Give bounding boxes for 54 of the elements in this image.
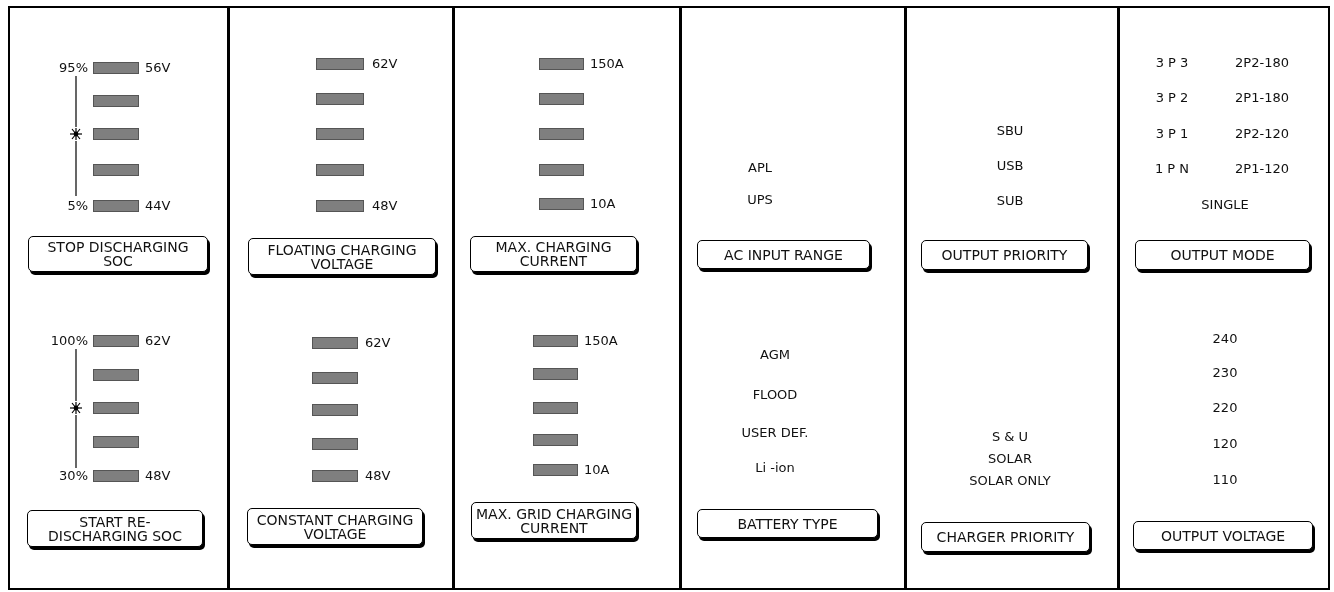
- option-text: APL: [748, 161, 772, 174]
- setting-label-button: OUTPUT MODE: [1135, 240, 1310, 270]
- scale-value: 56V: [145, 61, 171, 74]
- setting-label-button: AC INPUT RANGE: [697, 240, 870, 269]
- setting-label-button: STOP DISCHARGING SOC: [28, 236, 208, 272]
- setting-label-button: START RE-DISCHARGING SOC: [27, 510, 203, 547]
- setting-label-button: OUTPUT VOLTAGE: [1133, 521, 1313, 550]
- option-text: FLOOD: [752, 388, 798, 401]
- setting-label-button: CONSTANT CHARGING VOLTAGE: [247, 508, 423, 545]
- scale-value: 10A: [584, 463, 610, 476]
- scale-value: 62V: [372, 57, 398, 70]
- setting-label-button: MAX. CHARGING CURRENT: [470, 236, 637, 272]
- option-text: 2P1-180: [1235, 91, 1289, 104]
- option-text: 110: [1212, 473, 1238, 486]
- option-text: Li -ion: [755, 461, 795, 474]
- option-text: SOLAR: [988, 452, 1032, 465]
- option-text: AGM: [760, 348, 790, 361]
- scale-value: 150A: [584, 334, 618, 347]
- option-text: 120: [1212, 437, 1238, 450]
- option-text: 2P2-180: [1235, 56, 1289, 69]
- scale-value: 5%: [67, 199, 88, 212]
- option-text: UPS: [747, 193, 773, 206]
- setting-label-button: BATTERY TYPE: [697, 509, 878, 538]
- scale-value: 48V: [365, 469, 391, 482]
- option-text: 2P2-120: [1235, 127, 1289, 140]
- scale-value: 30%: [59, 469, 88, 482]
- scale-value: 95%: [59, 61, 88, 74]
- scale-value: 10A: [590, 197, 616, 210]
- scale-value: 48V: [145, 469, 171, 482]
- option-text: 1 P N: [1154, 162, 1190, 175]
- option-text: SOLAR ONLY: [969, 474, 1051, 487]
- option-text: USER DEF.: [741, 426, 809, 439]
- option-text: 3 P 1: [1155, 127, 1189, 140]
- option-text: 220: [1212, 401, 1238, 414]
- scale-value: 62V: [365, 336, 391, 349]
- setting-label-button: MAX. GRID CHARGING CURRENT: [471, 502, 637, 539]
- option-text: 2P1-120: [1235, 162, 1289, 175]
- option-text: SINGLE: [1201, 198, 1249, 211]
- scale-value: 150A: [590, 57, 624, 70]
- scale-value: 100%: [50, 334, 88, 347]
- scale-value: 48V: [372, 199, 398, 212]
- setting-label-button: OUTPUT PRIORITY: [921, 240, 1088, 270]
- setting-label-button: CHARGER PRIORITY: [921, 522, 1090, 552]
- setting-label-button: FLOATING CHARGING VOLTAGE: [248, 238, 436, 275]
- option-text: 3 P 2: [1155, 91, 1189, 104]
- option-text: 3 P 3: [1155, 56, 1189, 69]
- option-text: USB: [996, 159, 1024, 172]
- option-text: S & U: [991, 430, 1029, 443]
- option-text: 230: [1212, 366, 1238, 379]
- scale-value: 62V: [145, 334, 171, 347]
- scale-value: 44V: [145, 199, 171, 212]
- option-text: SBU: [996, 124, 1024, 137]
- option-text: 240: [1212, 332, 1238, 345]
- option-text: SUB: [996, 194, 1024, 207]
